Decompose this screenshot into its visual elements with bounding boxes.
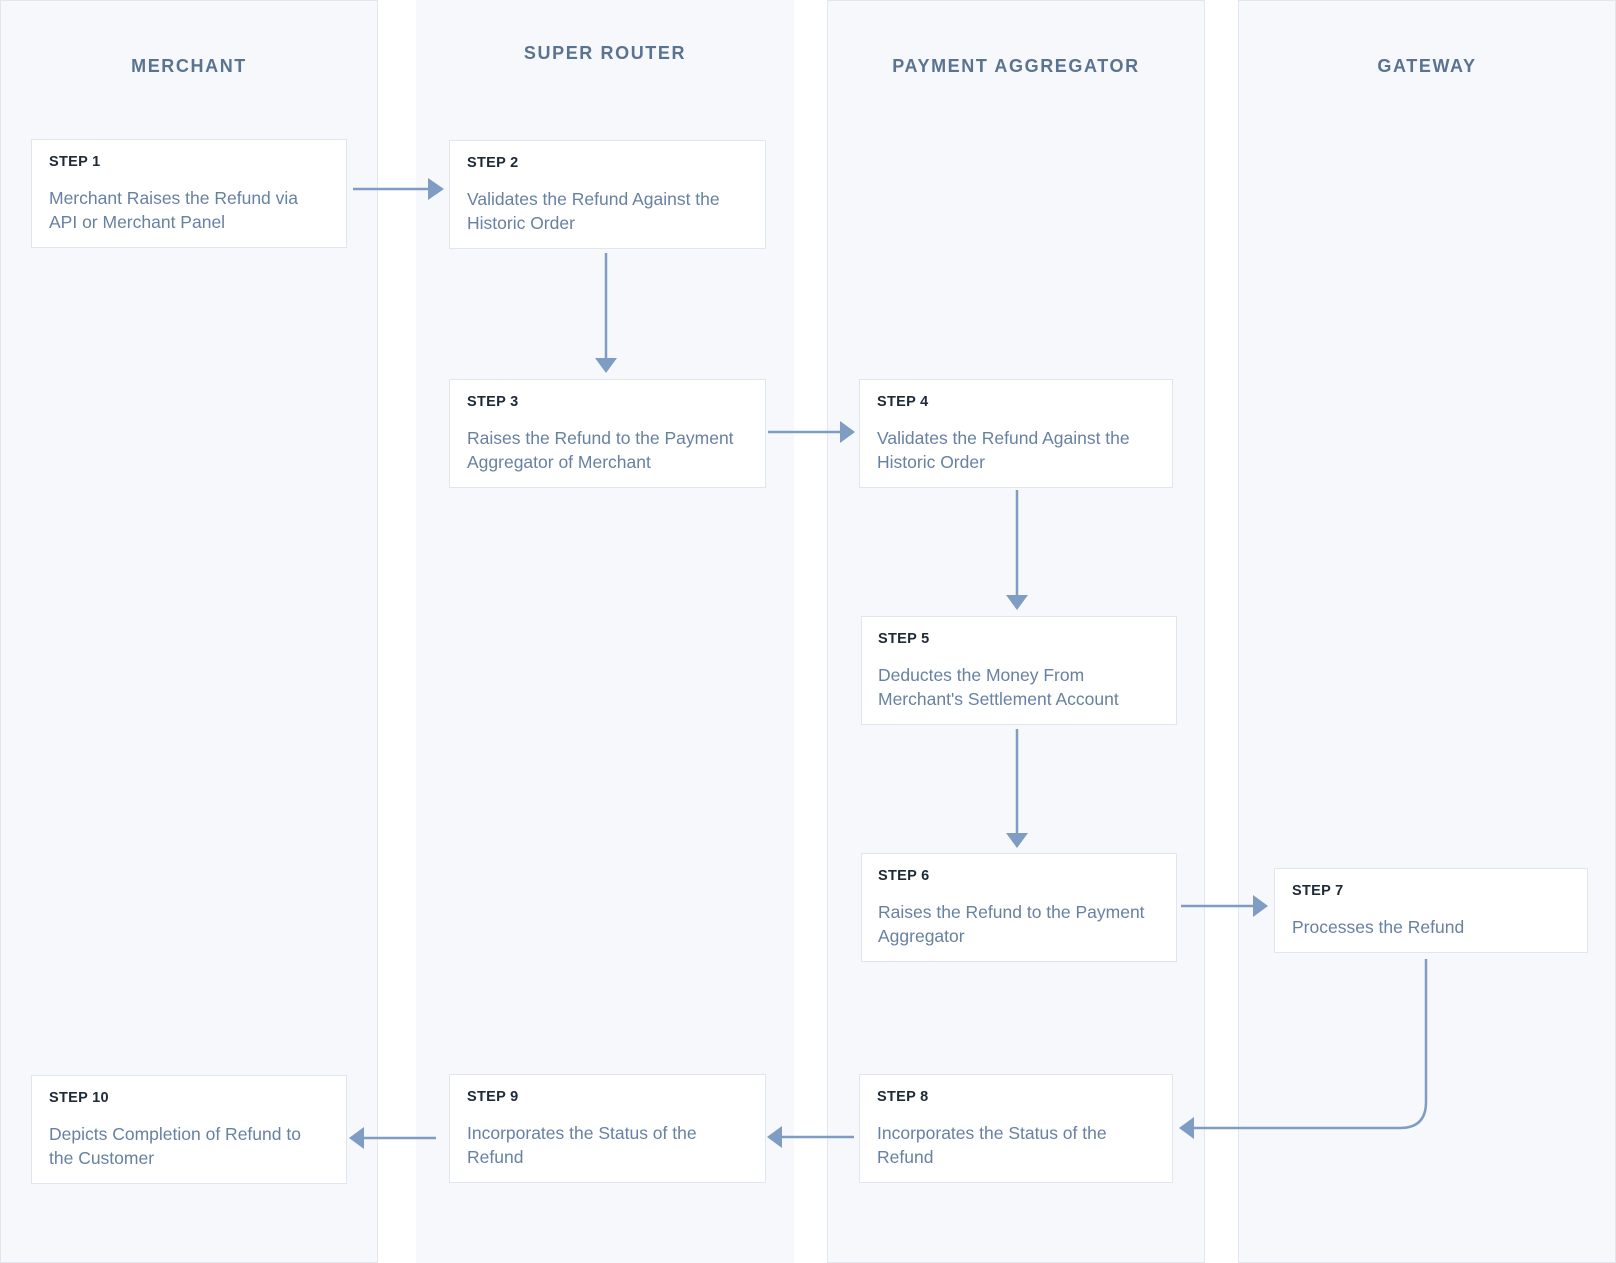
step-card-3: STEP 3 Raises the Refund to the Payment …: [449, 379, 766, 488]
lane-title-super-router: SUPER ROUTER: [523, 43, 687, 63]
step-label: STEP 3: [467, 394, 519, 410]
step-description: Validates the Refund Against the Histori…: [877, 428, 1130, 472]
step-label: STEP 4: [877, 394, 929, 410]
step-label: STEP 1: [49, 154, 101, 170]
step-description: Incorporates the Status of the Refund: [877, 1123, 1107, 1167]
step-description: Merchant Raises the Refund via API or Me…: [49, 188, 299, 232]
step-label: STEP 7: [1292, 883, 1344, 899]
step-description: Processes the Refund: [1292, 917, 1465, 937]
lane-title-merchant: MERCHANT: [131, 56, 247, 76]
step-label: STEP 6: [878, 868, 930, 884]
step-card-5: STEP 5 Deductes the Money From Merchant'…: [861, 616, 1177, 725]
step-card-10: STEP 10 Depicts Completion of Refund to …: [31, 1075, 347, 1184]
step-label: STEP 10: [49, 1090, 109, 1106]
step-card-4: STEP 4 Validates the Refund Against the …: [859, 379, 1173, 488]
step-card-1: STEP 1 Merchant Raises the Refund via AP…: [31, 139, 347, 248]
step-description: Incorporates the Status of the Refund: [467, 1123, 697, 1167]
step-description: Validates the Refund Against the Histori…: [467, 189, 720, 233]
step-description: Raises the Refund to the Payment Aggrega…: [467, 428, 734, 472]
lane-gateway: GATEWAY: [1238, 0, 1616, 1263]
step-description: Deductes the Money From Merchant's Settl…: [878, 665, 1119, 709]
lane-title-payment-aggregator: PAYMENT AGGREGATOR: [892, 56, 1140, 76]
step-label: STEP 2: [467, 155, 519, 171]
step-description: Depicts Completion of Refund to the Cust…: [49, 1124, 301, 1168]
step-description: Raises the Refund to the Payment Aggrega…: [878, 902, 1145, 946]
step-label: STEP 5: [878, 631, 930, 647]
step-card-2: STEP 2 Validates the Refund Against the …: [449, 140, 766, 249]
lane-title-gateway: GATEWAY: [1377, 56, 1477, 76]
step-card-9: STEP 9 Incorporates the Status of the Re…: [449, 1074, 766, 1183]
step-card-8: STEP 8 Incorporates the Status of the Re…: [859, 1074, 1173, 1183]
step-label: STEP 8: [877, 1089, 929, 1105]
step-card-6: STEP 6 Raises the Refund to the Payment …: [861, 853, 1177, 962]
step-card-7: STEP 7 Processes the Refund: [1274, 868, 1588, 953]
step-label: STEP 9: [467, 1089, 519, 1105]
